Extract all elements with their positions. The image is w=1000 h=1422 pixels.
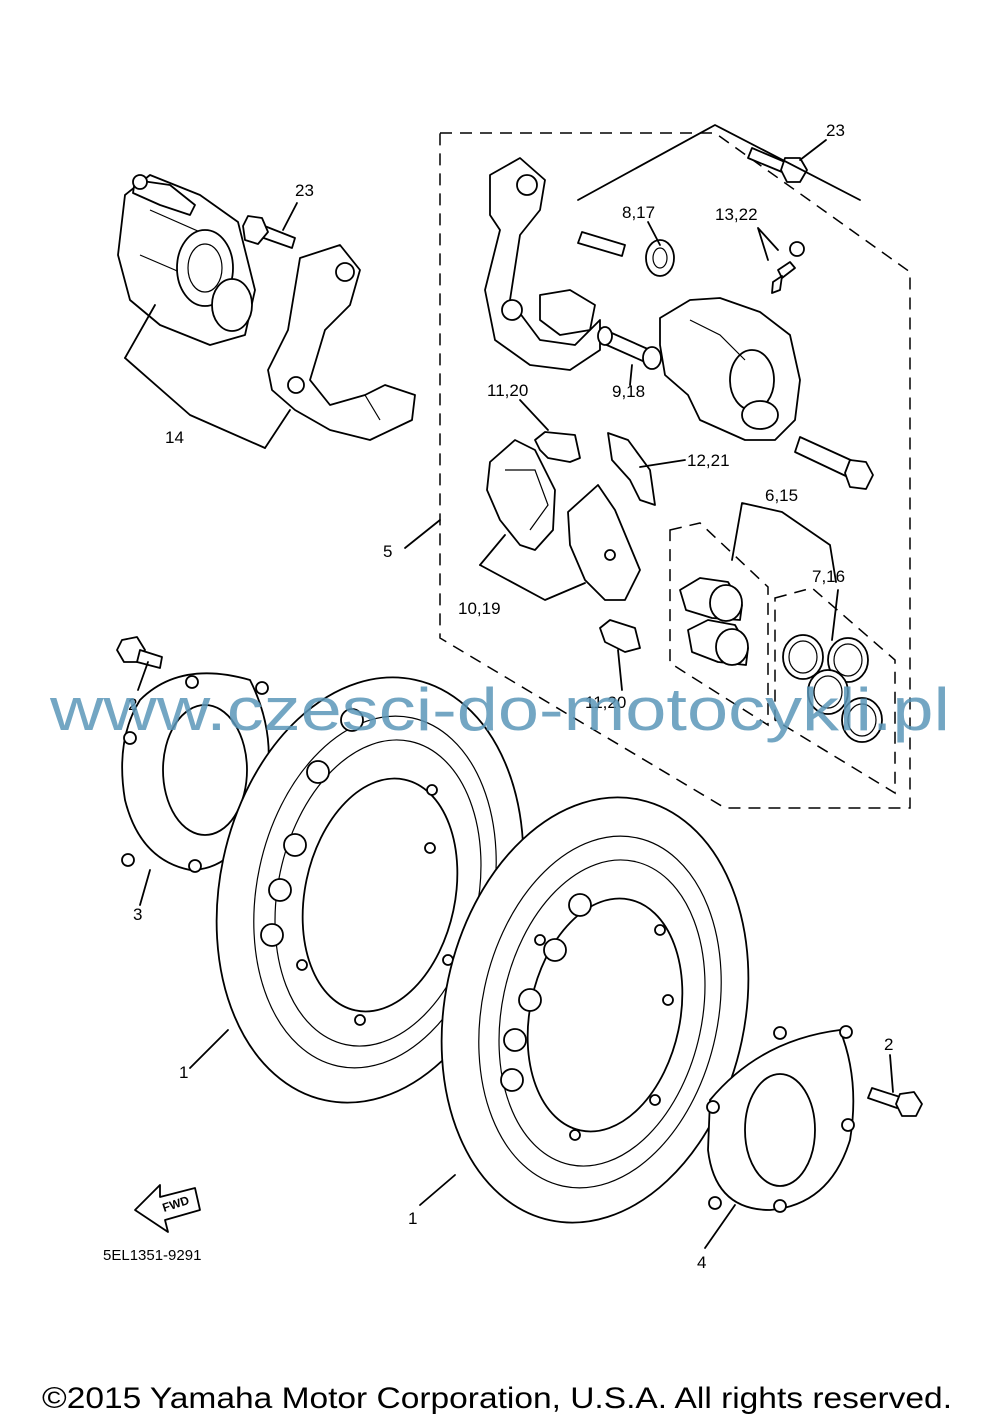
callout-1-lower: 1 [408, 1209, 417, 1228]
callout-5: 5 [383, 542, 392, 561]
callout-10-19: 10,19 [458, 599, 501, 618]
hub-cover-3 [121, 672, 270, 873]
callout-2-left: 2 [128, 695, 137, 714]
piston-kit-box [669, 522, 769, 727]
callout-9-18: 9,18 [612, 382, 645, 401]
pistons-6-15 [679, 577, 749, 666]
slide-pin-8-17 [577, 231, 675, 277]
callout-7-16: 7,16 [812, 567, 845, 586]
pad-spring-11-20-bottom [599, 619, 641, 653]
callout-labels: 23 23 8,17 13,22 9,18 11,20 12,21 14 6,1… [128, 121, 893, 1272]
watermark-url: www.czesci-do-motocykli.pl [49, 676, 950, 743]
callout-23-left: 23 [295, 181, 314, 200]
diagram-code: 5EL1351-9291 [103, 1247, 201, 1264]
bolt-2-left [116, 636, 163, 669]
right-bolt-23 [747, 147, 808, 183]
callout-12-21: 12,21 [687, 451, 730, 470]
pad-spring-11-20-top [534, 431, 581, 463]
leader-lines [124, 124, 894, 1249]
brake-disc-1-lower [440, 796, 750, 1224]
callout-2-right: 2 [884, 1035, 893, 1054]
callout-23-right: 23 [826, 121, 845, 140]
left-caliper-assembly [117, 174, 256, 346]
slide-pin-9-18 [597, 326, 662, 370]
callout-1-upper: 1 [179, 1063, 188, 1082]
bolt-2-right [867, 1087, 923, 1117]
callout-11-20-bottom: 11,20 [585, 693, 626, 712]
callout-14: 14 [165, 428, 184, 447]
brake-pads-10-19 [486, 439, 641, 601]
copyright-notice: ©2015 Yamaha Motor Corporation, U.S.A. A… [42, 1382, 952, 1415]
right-caliper-body [659, 297, 874, 490]
seal-kit-box [774, 587, 896, 795]
left-caliper-bracket [267, 244, 416, 441]
bleed-screw-13-22 [771, 241, 805, 294]
left-bolt-23 [242, 215, 296, 249]
callout-13-22: 13,22 [715, 205, 758, 224]
callout-8-17: 8,17 [622, 203, 655, 222]
forward-arrow-icon: FWD [134, 1184, 201, 1233]
seals-7-16 [782, 634, 883, 743]
hub-cover-4 [706, 1025, 855, 1213]
callout-6-15: 6,15 [765, 486, 798, 505]
pad-shim-12-21 [607, 432, 656, 506]
callout-3: 3 [133, 905, 142, 924]
right-caliper-bracket [484, 157, 601, 371]
callout-4: 4 [697, 1253, 706, 1272]
assembly-boundary-outline [439, 132, 911, 809]
callout-11-20-top: 11,20 [487, 381, 528, 400]
